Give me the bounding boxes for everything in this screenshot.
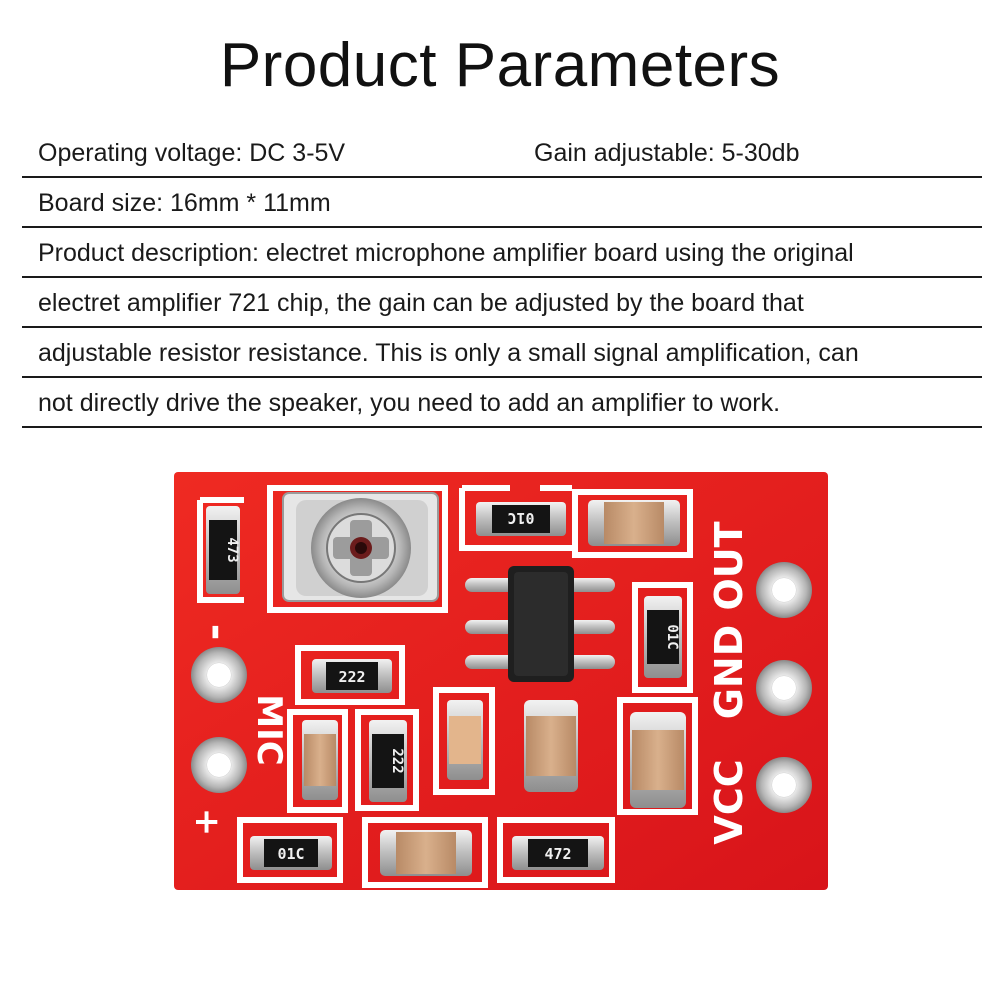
label-mic: MIC [249,694,289,765]
resistor-01c-right-label: 01C [664,624,680,649]
label-vcc: VCC [707,759,751,844]
resistor-222a-label: 222 [338,668,365,686]
param-board-size: Board size: 16mm * 11mm [38,189,331,217]
param-row-desc-2: electret amplifier 721 chip, the gain ca… [22,278,982,328]
resistor-222-vertical: 222 [369,720,407,802]
param-description-line: electret amplifier 721 chip, the gain ca… [38,289,804,317]
label-plus: + [187,808,227,837]
resistor-01c-right: 01C [644,596,682,678]
param-gain: Gain adjustable: 5-30db [534,139,800,167]
param-row-size: Board size: 16mm * 11mm [22,178,982,228]
resistor-01c-top-label: 01C [507,509,534,527]
label-out: OUT [707,521,751,610]
pin-pads [191,562,812,813]
silkscreen-labels: OUT GND VCC MIC - + [187,521,751,844]
page-title: Product Parameters [219,31,781,100]
param-description-line: Product description: electret microphone… [38,239,854,267]
param-row-desc-4: not directly drive the speaker, you need… [22,378,982,428]
param-row-desc-1: Product description: electret microphone… [22,228,982,278]
param-row-desc-3: adjustable resistor resistance. This is … [22,328,982,378]
resistor-473: 473 [206,506,240,594]
resistor-01c-bottom: 01C [250,836,332,870]
amplifier-chip [465,566,615,682]
resistor-01c-bottom-label: 01C [277,845,304,863]
capacitors [302,500,686,876]
resistor-473-label: 473 [224,537,240,562]
param-voltage: Operating voltage: DC 3-5V [38,139,346,167]
silkscreen-outlines [197,485,698,888]
resistor-472: 472 [512,836,604,870]
param-row-voltage: Operating voltage: DC 3-5V Gain adjustab… [22,128,982,178]
label-minus: - [194,624,240,641]
resistor-222b-label: 222 [389,748,405,773]
resistor-01c-top: 01C [476,502,566,536]
resistor-472-label: 472 [544,845,571,863]
param-description-line: adjustable resistor resistance. This is … [38,339,859,367]
trimmer-potentiometer [282,492,439,602]
label-gnd: GND [707,625,751,720]
resistor-222-horizontal: 222 [312,659,392,693]
param-description-line: not directly drive the speaker, you need… [38,389,781,417]
